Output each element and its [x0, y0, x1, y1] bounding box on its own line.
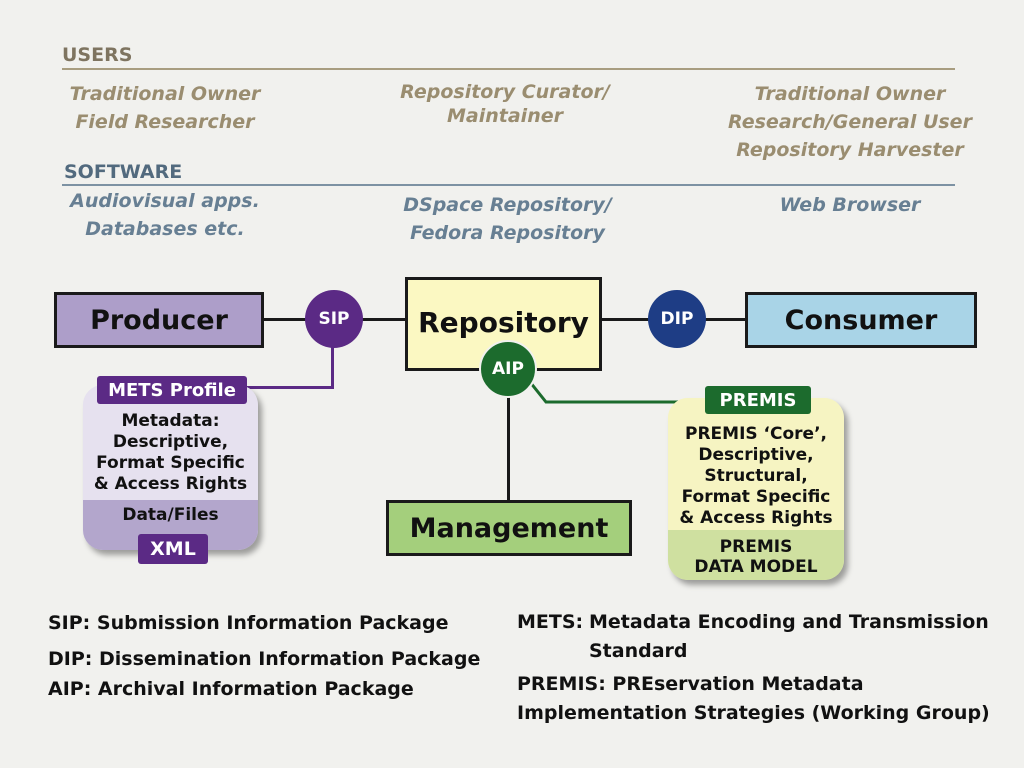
users-repository-role-2: Maintainer [447, 105, 563, 127]
dip-label: DIP [660, 309, 694, 329]
xml-tag-text: XML [150, 538, 196, 560]
software-consumer-side: Web Browser [725, 191, 975, 219]
premis-metadata-line-5: & Access Rights [679, 507, 833, 528]
legend-mets-definition: Metadata Encoding and Transmission Stand… [589, 608, 989, 666]
aip-circle: AIP [479, 340, 537, 398]
mets-profile-label: METS Profile [97, 376, 247, 404]
premis-label-text: PREMIS [719, 389, 797, 411]
users-consumer-side: Traditional Owner Research/General User … [725, 80, 975, 164]
mets-metadata-line-2: Descriptive, [112, 431, 229, 452]
management-label: Management [409, 512, 609, 544]
legend-sip: SIP: Submission Information Package [48, 612, 449, 634]
software-producer-item-1: Audiovisual apps. [70, 190, 260, 212]
software-repository-item-1: DSpace Repository/ [403, 194, 612, 216]
consumer-box: Consumer [745, 292, 977, 348]
management-box: Management [386, 500, 632, 556]
legend-premis-2: Implementation Strategies (Working Group… [517, 702, 990, 724]
xml-tag: XML [138, 534, 208, 564]
mets-card: Metadata: Descriptive, Format Specific &… [83, 385, 258, 550]
mets-metadata-line-4: & Access Rights [93, 473, 248, 494]
repository-label: Repository [418, 306, 589, 339]
aip-label: AIP [492, 359, 524, 379]
sip-label: SIP [318, 309, 350, 329]
software-producer-item-2: Databases etc. [85, 218, 245, 240]
mets-metadata: Metadata: Descriptive, Format Specific &… [83, 385, 258, 500]
mets-profile-text: METS Profile [108, 379, 236, 401]
producer-box: Producer [54, 292, 264, 348]
legend-right: METS: Metadata Encoding and Transmission… [517, 608, 1022, 728]
users-consumer-role-1: Traditional Owner [754, 83, 946, 105]
sip-circle: SIP [305, 290, 363, 348]
legend-dip: DIP: Dissemination Information Package [48, 648, 481, 670]
software-repository-item-2: Fedora Repository [410, 222, 605, 244]
consumer-label: Consumer [784, 304, 938, 336]
users-producer-role-1: Traditional Owner [69, 83, 261, 105]
producer-label: Producer [90, 304, 228, 336]
premis-metadata-line-3: Structural, [704, 465, 808, 486]
legend-premis-1: PREMIS: PREservation Metadata [517, 673, 864, 695]
dip-circle: DIP [648, 290, 706, 348]
premis-metadata-line-2: Descriptive, [698, 444, 814, 465]
users-heading: USERS [62, 44, 133, 66]
sip-mets-connector-vertical [331, 345, 334, 389]
users-consumer-role-3: Repository Harvester [736, 139, 964, 161]
users-repository-role-1: Repository Curator/ [400, 81, 610, 103]
users-consumer-role-2: Research/General User [728, 111, 972, 133]
software-repository-side: DSpace Repository/ Fedora Repository [385, 191, 630, 247]
premis-label: PREMIS [705, 386, 811, 414]
legend-left: SIP: Submission Information Package DIP:… [48, 608, 518, 704]
software-heading: SOFTWARE [64, 161, 183, 183]
legend-mets-def-2: Standard [589, 640, 688, 662]
premis-model-line-1: PREMIS [719, 537, 793, 557]
users-rule [62, 68, 955, 70]
legend-aip: AIP: Archival Information Package [48, 678, 414, 700]
premis-metadata-line-4: Format Specific [681, 486, 831, 507]
premis-model-section: PREMIS DATA MODEL [668, 530, 844, 580]
mets-metadata-line-1: Metadata: [121, 410, 220, 431]
software-consumer-item-1: Web Browser [779, 194, 921, 216]
mets-metadata-line-3: Format Specific [96, 452, 245, 473]
premis-metadata-line-1: PREMIS ‘Core’, [684, 423, 827, 444]
legend-mets: METS: Metadata Encoding and Transmission… [517, 608, 1022, 666]
premis-card: PREMIS ‘Core’, Descriptive, Structural, … [668, 398, 844, 580]
premis-metadata: PREMIS ‘Core’, Descriptive, Structural, … [668, 398, 844, 530]
sip-mets-connector-horizontal [245, 386, 334, 389]
legend-mets-def-1: Metadata Encoding and Transmission [589, 611, 989, 633]
users-producer-role-2: Field Researcher [75, 111, 255, 133]
aip-management-connector [507, 380, 510, 502]
users-repository-side: Repository Curator/ Maintainer [385, 80, 625, 128]
users-producer-side: Traditional Owner Field Researcher [50, 80, 280, 136]
legend-mets-term: METS: [517, 611, 584, 633]
premis-model-line-2: DATA MODEL [694, 557, 818, 577]
mets-data-label: Data/Files [122, 505, 219, 525]
software-producer-side: Audiovisual apps. Databases etc. [50, 187, 280, 243]
software-rule [62, 184, 955, 186]
